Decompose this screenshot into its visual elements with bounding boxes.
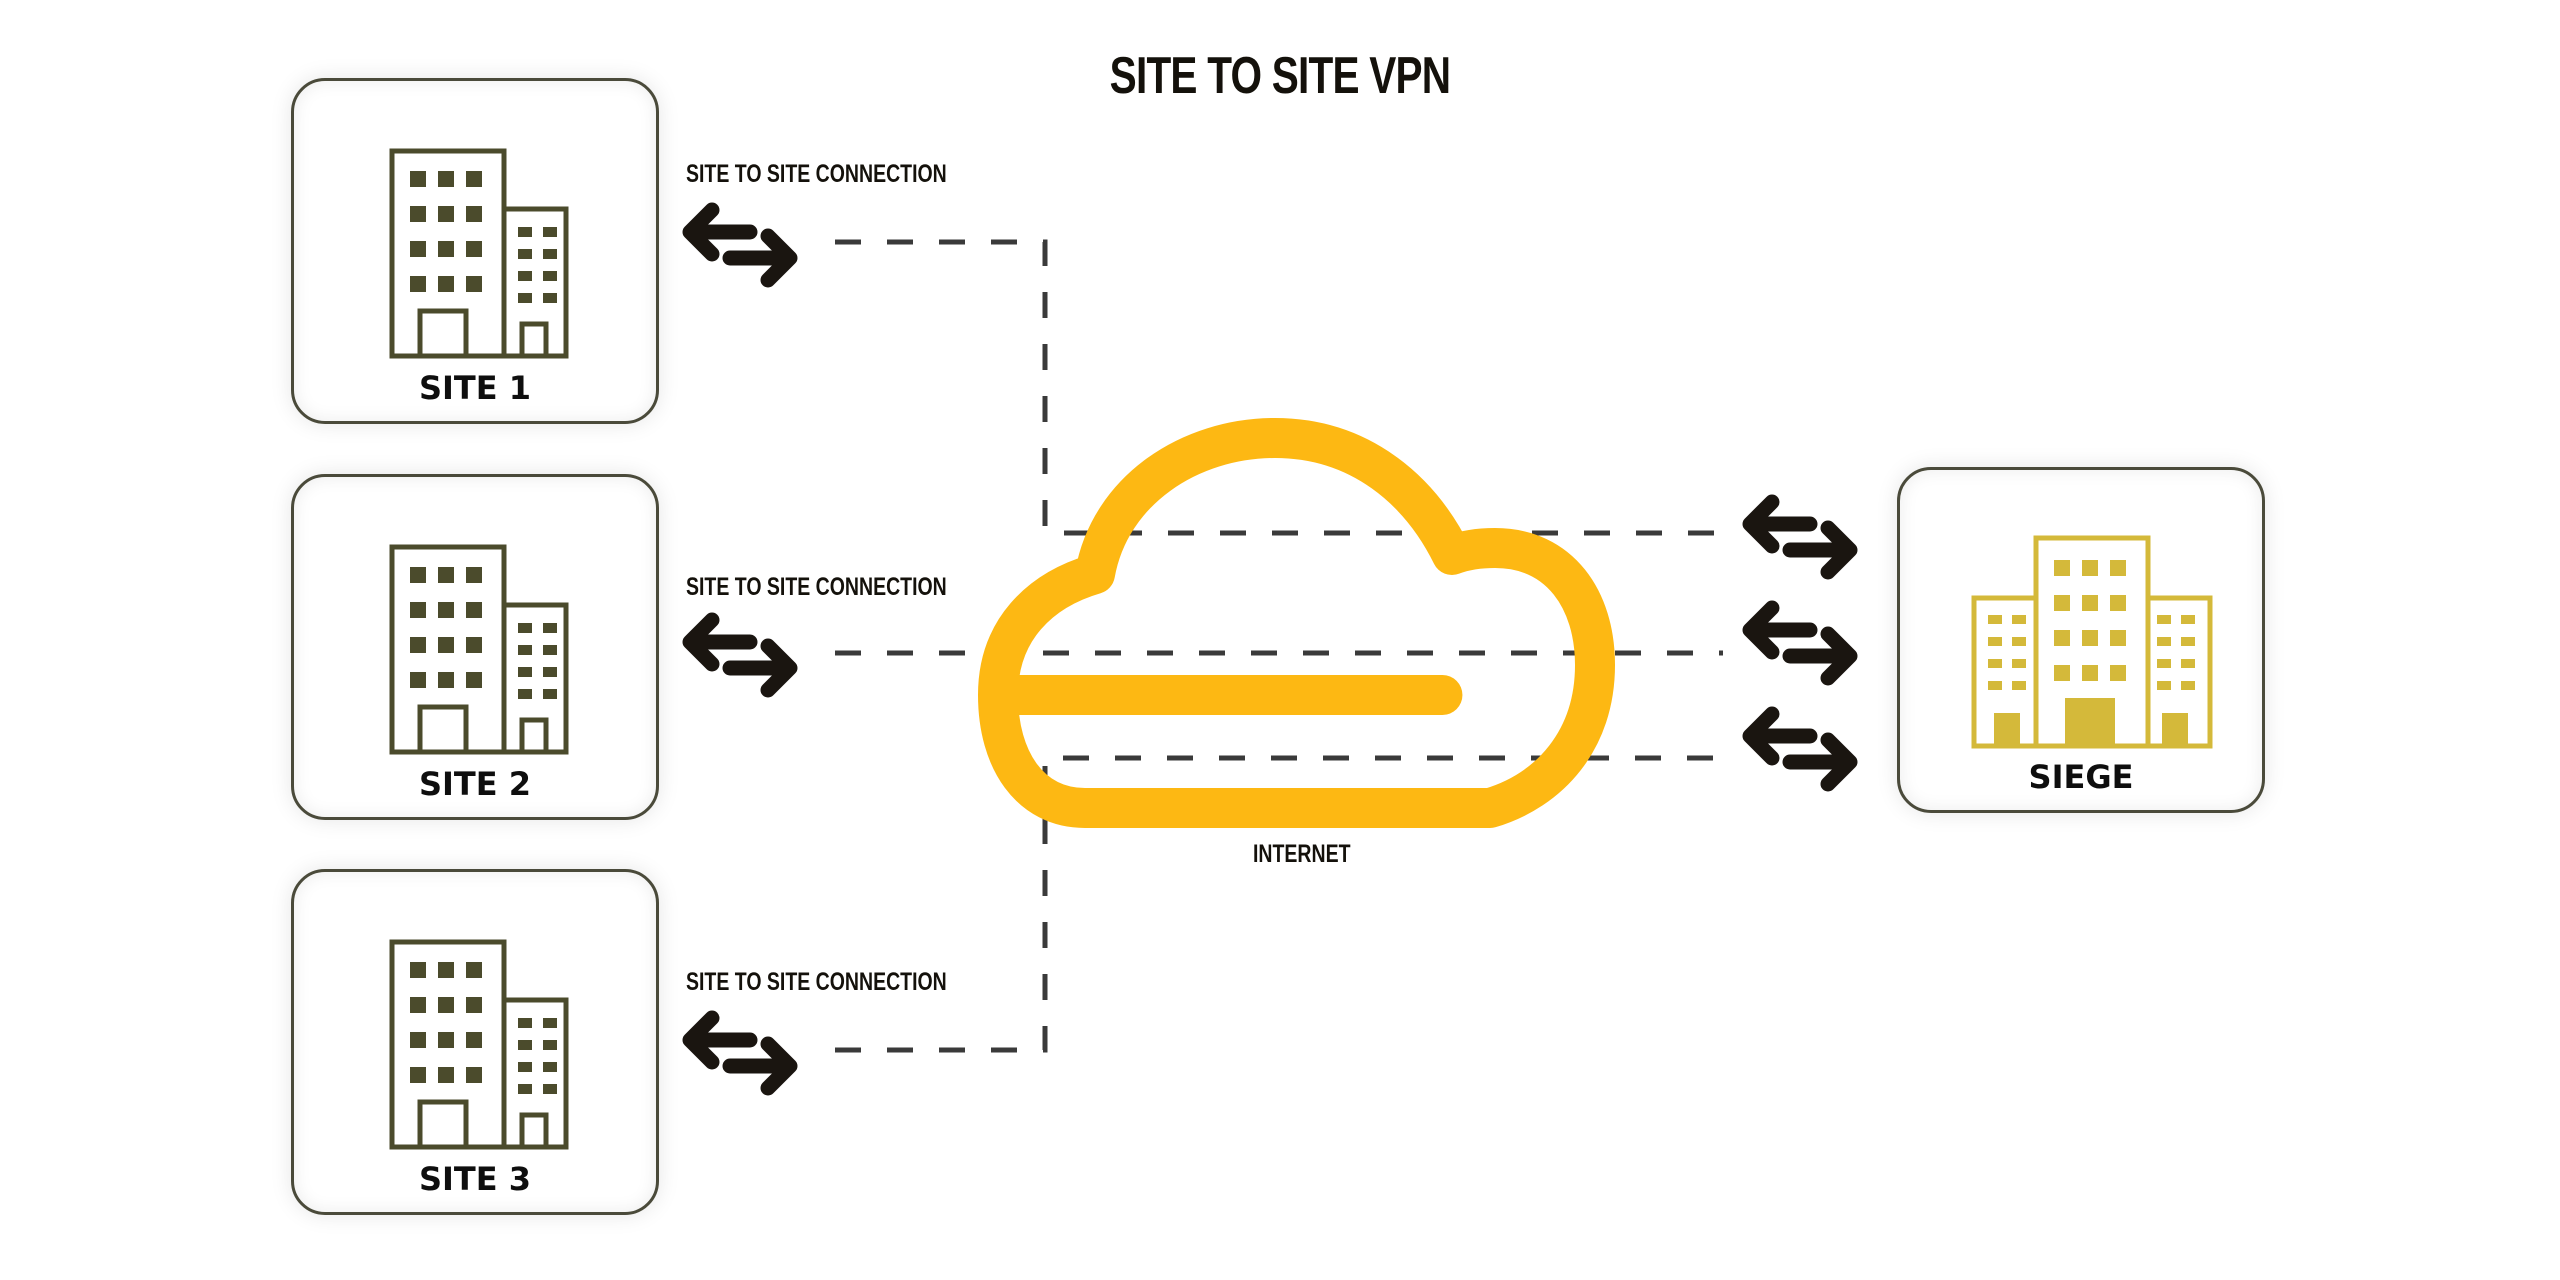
- connection-label-1: SITE TO SITE CONNECTION: [686, 160, 947, 188]
- site-3-node[interactable]: SITE 3: [291, 869, 659, 1215]
- bidirectional-arrows-icon: [682, 1010, 798, 1096]
- connection-label-3: SITE TO SITE CONNECTION: [686, 968, 947, 996]
- page-title: SITE TO SITE VPN: [1109, 47, 1451, 105]
- bidirectional-arrows-icon: [1742, 706, 1858, 792]
- site-label: SITE 2: [418, 765, 532, 803]
- bidirectional-arrows-icon: [682, 612, 798, 698]
- connector-site3-to-hq: [835, 755, 1723, 1053]
- internet-label: INTERNET: [1253, 840, 1351, 868]
- cloud-icon: [978, 418, 1615, 828]
- site-2-node[interactable]: SITE 2: [291, 474, 659, 820]
- headquarters-node[interactable]: SIEGE: [1897, 467, 2265, 813]
- bidirectional-arrows-icon: [1742, 600, 1858, 686]
- office-building-icon: [389, 148, 569, 359]
- site-1-node[interactable]: SITE 1: [291, 78, 659, 424]
- office-building-icon: [389, 544, 569, 755]
- connection-label-2: SITE TO SITE CONNECTION: [686, 573, 947, 601]
- office-building-icon: [389, 939, 569, 1150]
- arrows: [682, 202, 1858, 1096]
- site-label: SITE 3: [418, 1160, 532, 1198]
- bidirectional-arrows-icon: [1742, 494, 1858, 580]
- bidirectional-arrows-icon: [682, 202, 798, 288]
- headquarters-building-icon: [1971, 535, 2213, 749]
- headquarters-label: SIEGE: [2028, 758, 2134, 796]
- site-label: SITE 1: [418, 369, 532, 407]
- connector-site1-to-hq: [835, 239, 1723, 536]
